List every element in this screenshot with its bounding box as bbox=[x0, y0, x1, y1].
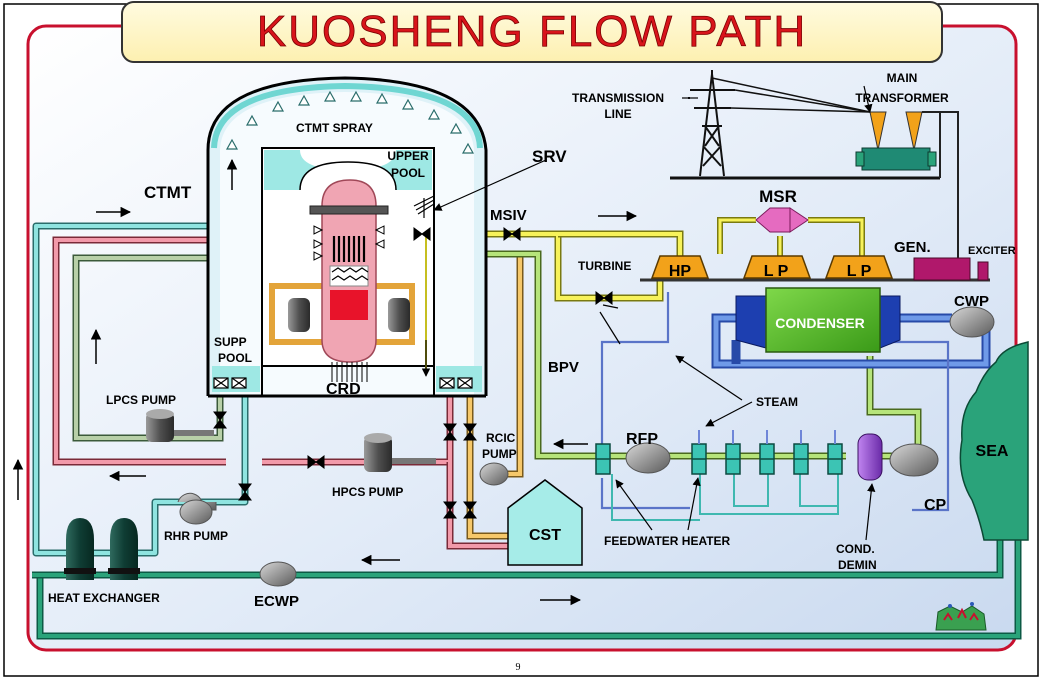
transmission-line-label: TRANSMISSION bbox=[572, 91, 664, 105]
msiv-label: MSIV bbox=[490, 207, 527, 224]
srv-valve-icon bbox=[413, 195, 435, 218]
cp-pump-icon bbox=[889, 443, 939, 477]
heat-exchanger-icon bbox=[64, 518, 140, 580]
lp-turbine-1-label: L P bbox=[764, 263, 789, 280]
ecwp-label: ECWP bbox=[254, 593, 299, 610]
crd-label: CRD bbox=[326, 381, 361, 398]
exciter bbox=[977, 261, 989, 281]
cond-demin-label-2: DEMIN bbox=[838, 558, 877, 572]
rfp-pump-icon bbox=[625, 442, 671, 474]
rhr-loop bbox=[32, 222, 320, 557]
cst-label: CST bbox=[529, 527, 561, 544]
turbine-label: TURBINE bbox=[578, 259, 631, 273]
feedwater-heater-label: FEEDWATER HEATER bbox=[604, 534, 731, 548]
hpcs-pump-icon bbox=[364, 433, 436, 472]
lpcs-pump-icon bbox=[146, 409, 214, 442]
flow-arrows bbox=[12, 206, 638, 606]
rhr-pump-label: RHR PUMP bbox=[164, 529, 228, 543]
hp-turbine bbox=[650, 255, 710, 279]
cond-demin-icon bbox=[857, 433, 883, 481]
lpcs-pump-label: LPCS PUMP bbox=[106, 393, 176, 407]
rcic-pump-label: RCIC bbox=[486, 431, 516, 445]
msiv-valve-icon bbox=[503, 227, 521, 241]
rcic-pump-icon bbox=[479, 462, 509, 486]
main-steam-line bbox=[378, 203, 865, 302]
cst-tank bbox=[507, 479, 583, 566]
transmission-tower-icon bbox=[670, 70, 940, 180]
condenser bbox=[735, 287, 901, 353]
ecwp-pump-icon bbox=[259, 561, 297, 587]
transmission-line-label-2: LINE bbox=[604, 107, 631, 121]
msr-label: MSR bbox=[759, 187, 797, 206]
lp-turbine-1 bbox=[742, 255, 812, 279]
lp-turbine-2-label: L P bbox=[847, 263, 872, 280]
hpcs-pump-label: HPCS PUMP bbox=[332, 485, 403, 499]
page-title: KUOSHENG FLOW PATH bbox=[257, 7, 807, 56]
sea-area bbox=[959, 341, 1029, 541]
sea-water-loop bbox=[32, 540, 1022, 640]
suction-strainers bbox=[213, 377, 473, 389]
bpv-valve-icon bbox=[595, 291, 613, 305]
cp-label: CP bbox=[924, 497, 947, 514]
generator bbox=[913, 257, 971, 281]
heater-drain-lines bbox=[611, 474, 839, 521]
leader-lines bbox=[433, 85, 876, 541]
srv-label: SRV bbox=[532, 147, 567, 166]
heater-steam-taps bbox=[698, 430, 836, 444]
valves bbox=[213, 227, 613, 519]
reactor-vessel bbox=[269, 179, 431, 382]
hp-turbine-label: HP bbox=[669, 263, 692, 280]
rhr-pump-icon bbox=[177, 492, 217, 525]
heat-exchanger-label: HEAT EXCHANGER bbox=[48, 591, 160, 605]
exciter-label: EXCITER bbox=[968, 245, 1016, 257]
page-number: 9 bbox=[516, 662, 521, 673]
cond-demin-label: COND. bbox=[836, 542, 875, 556]
extraction-lines bbox=[600, 292, 950, 512]
ctmt-label: CTMT bbox=[144, 183, 192, 202]
steam-label: STEAM bbox=[756, 395, 798, 409]
ctmt-spray-label: CTMT SPRAY bbox=[296, 121, 373, 135]
hpcs-loop bbox=[52, 236, 508, 550]
company-logo-icon bbox=[935, 602, 987, 631]
turbine-train bbox=[640, 255, 990, 282]
title-banner: KUOSHENG FLOW PATH bbox=[121, 1, 943, 63]
supp-pool-label-2: POOL bbox=[218, 351, 252, 365]
upper-pool-label: UPPER bbox=[387, 149, 429, 163]
generator-label: GEN. bbox=[894, 239, 931, 256]
rcic-pump-label-2: PUMP bbox=[482, 447, 517, 461]
bpv-label: BPV bbox=[548, 359, 579, 376]
main-transformer-icon bbox=[855, 111, 959, 263]
main-transformer-label-2: TRANSFORMER bbox=[855, 91, 949, 105]
lp-turbine-2 bbox=[824, 255, 894, 279]
feedwater-heaters bbox=[595, 443, 843, 475]
condenser-label: CONDENSER bbox=[775, 315, 864, 331]
supp-pool-label: SUPP bbox=[214, 335, 247, 349]
rfp-label: RFP bbox=[626, 431, 658, 448]
sea-label: SEA bbox=[976, 443, 1009, 460]
upper-pool-label-2: POOL bbox=[391, 166, 425, 180]
cwp-pump-icon bbox=[949, 306, 995, 338]
main-transformer-label: MAIN bbox=[887, 71, 918, 85]
cwp-label: CWP bbox=[954, 293, 989, 310]
msr-icon bbox=[755, 207, 809, 233]
